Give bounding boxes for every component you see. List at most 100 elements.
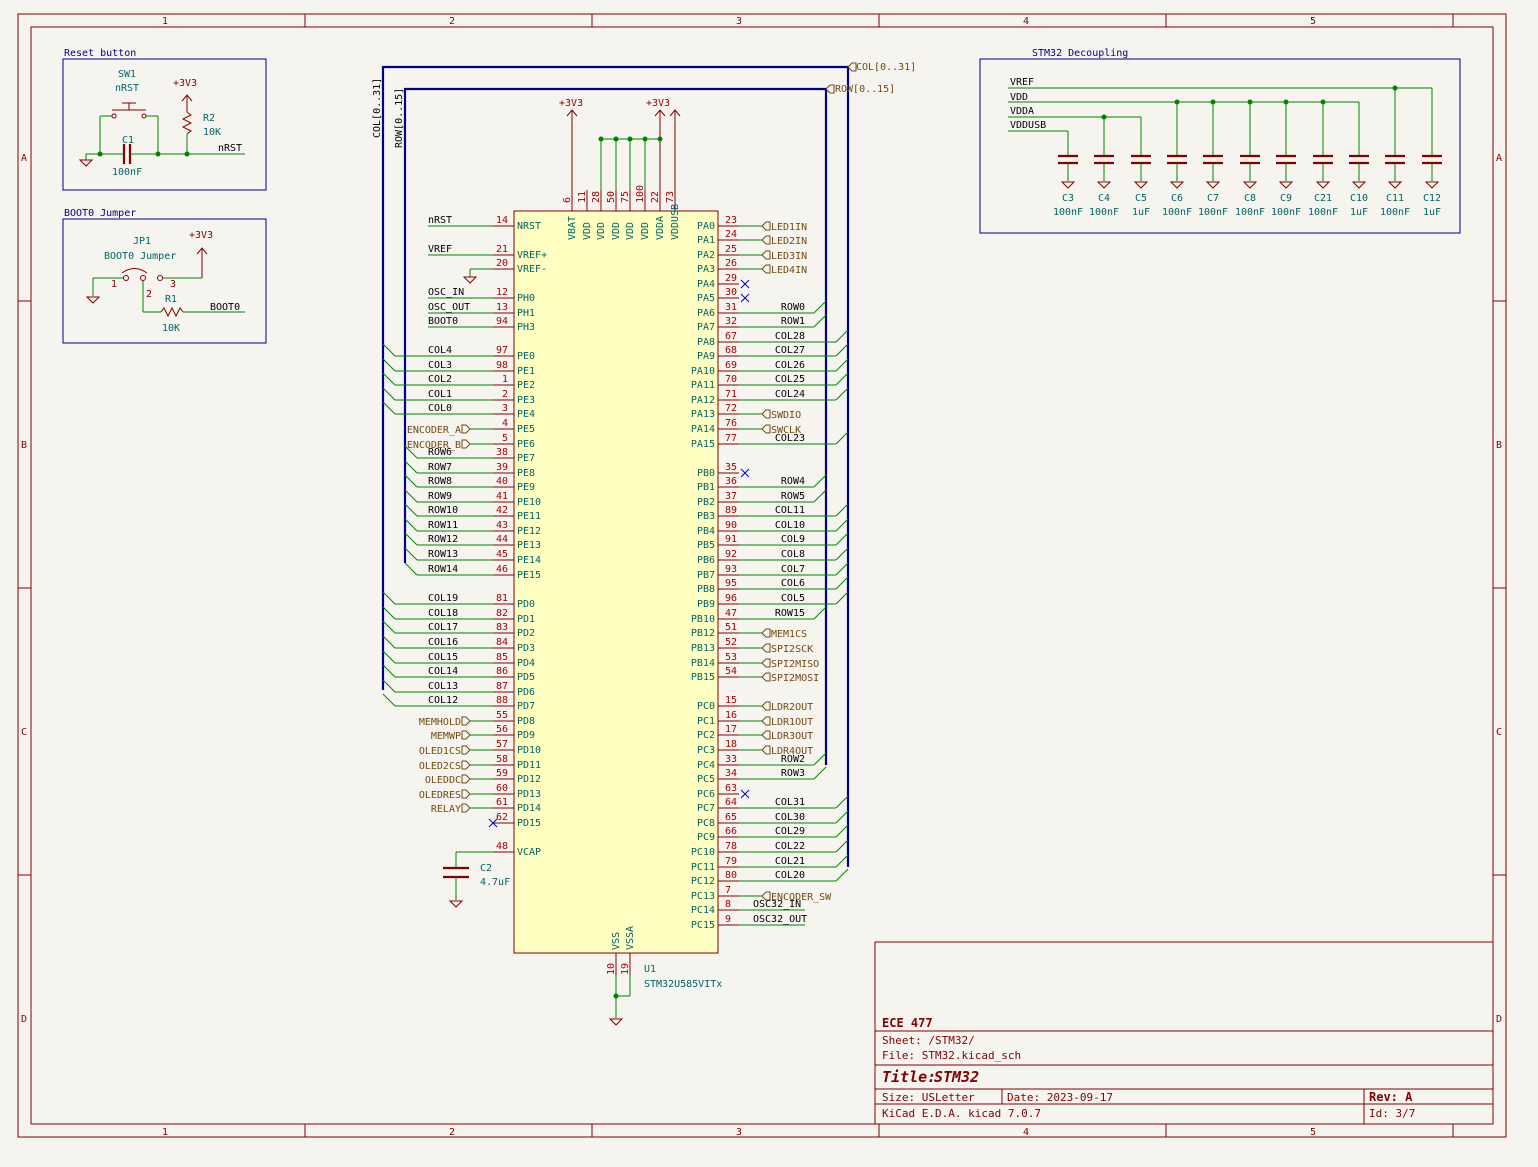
pin-pc5-name: PC5 [697, 774, 715, 785]
pin-pe5-number: 4 [502, 418, 508, 429]
pin-pa4-number: 29 [725, 273, 737, 284]
bus-entry-row9 [404, 489, 418, 503]
pin-pd10-name: PD10 [517, 745, 541, 756]
pin-pc9-name: PC9 [697, 832, 715, 843]
mcu-pwr-left: +3V3 [559, 98, 583, 109]
bus-entry-row10 [404, 503, 418, 517]
bus-entry-col16 [382, 635, 396, 649]
r1-ref: R1 [165, 294, 177, 305]
pin-vref-name: VREF+ [517, 250, 547, 261]
pin-pb0-number: 35 [725, 462, 737, 473]
sheet-title: STM32 [934, 1068, 979, 1086]
pin-vssa-name: VSSA [625, 926, 636, 950]
pin-pd9-number: 56 [496, 724, 508, 735]
frame-row-left-b: B [21, 440, 27, 451]
pin-pd11-name: PD11 [517, 760, 541, 771]
frame-col-top-2: 2 [449, 16, 455, 27]
pin-pd5-name: PD5 [517, 672, 535, 683]
bus-entry-row15 [813, 606, 827, 620]
decoupling-block: STM32 Decoupling VREF VDD VDDA VDDUSB [979, 48, 1461, 234]
pin-pc8-number: 65 [725, 812, 737, 823]
cap-c10-value: 1uF [1350, 207, 1368, 218]
r2-resistor-symbol [181, 111, 193, 135]
bus-entry-col20 [835, 868, 849, 882]
bus-entry-row1 [813, 314, 827, 328]
net-label-col23: COL23 [775, 433, 805, 444]
net-label-row15: ROW15 [775, 608, 805, 619]
frame-col-top-3: 3 [736, 16, 742, 27]
pin-vdd-75-number: 75 [620, 191, 631, 203]
pin-pd3-number: 84 [496, 637, 508, 648]
no-connect-icon [740, 279, 750, 289]
mcu-top-power: +3V3 +3V3 [559, 98, 681, 190]
pin-pe11-name: PE11 [517, 511, 541, 522]
pin-vdd-11-number: 11 [577, 191, 588, 203]
c1-value: 100nF [112, 167, 142, 178]
pin-pb12-name: PB12 [691, 628, 715, 639]
pin-pa13-number: 72 [725, 403, 737, 414]
net-label-col0: COL0 [428, 403, 452, 414]
company-name: ECE 477 [882, 1016, 933, 1030]
pin-pa15-name: PA15 [691, 439, 715, 450]
net-vddusb: VDDUSB [1010, 120, 1046, 131]
bus-entry-col25 [835, 372, 849, 386]
global-label-flag-encoder-a [461, 424, 471, 434]
bus-entry-col24 [835, 387, 849, 401]
pin-pa0-number: 23 [725, 215, 737, 226]
global-label-spi2miso: SPI2MISO [771, 659, 819, 670]
pin-pe3-number: 2 [502, 389, 508, 400]
global-label-mem1cs: MEM1CS [771, 629, 807, 640]
pin-pa6-number: 31 [725, 302, 737, 313]
net-label-col7: COL7 [781, 564, 805, 575]
pin-pd8-name: PD8 [517, 716, 535, 727]
ground-icon [1278, 181, 1294, 189]
net-label-col6: COL6 [781, 578, 805, 589]
pin-pc11-number: 79 [725, 856, 737, 867]
cap-c11-value: 100nF [1380, 207, 1410, 218]
pin-pe2-number: 1 [502, 374, 508, 385]
power-arrow-icon [181, 94, 193, 112]
global-label-flag-spi2sck [761, 643, 771, 653]
global-label-ldr2out: LDR2OUT [771, 702, 813, 713]
pin-pa15-number: 77 [725, 433, 737, 444]
net-label-col10: COL10 [775, 520, 805, 531]
pin-pb0-name: PB0 [697, 468, 715, 479]
net-label-col22: COL22 [775, 841, 805, 852]
bus-entry-col19 [382, 591, 396, 605]
global-label-flag-led3in [761, 250, 771, 260]
global-label-relay: RELAY [431, 804, 461, 815]
pin-pd6-number: 87 [496, 681, 508, 692]
cap-c11-ref: C11 [1386, 193, 1404, 204]
junction-dot [1283, 99, 1289, 105]
net-label-row10: ROW10 [428, 505, 458, 516]
global-label-flag-memhold [461, 716, 471, 726]
pin-pd1-number: 82 [496, 608, 508, 619]
pin-pe0-number: 97 [496, 345, 508, 356]
pin-pb14-number: 53 [725, 652, 737, 663]
pin-pa12-name: PA12 [691, 395, 715, 406]
global-label-flag-oled1cs [461, 745, 471, 755]
buses: COL[0..31] ROW[0..15] COL[0..31] ROW[0..… [372, 62, 916, 867]
frame-row-left-a: A [21, 153, 27, 164]
pin-pb10-number: 47 [725, 608, 737, 619]
frame-col-top-5: 5 [1310, 16, 1316, 27]
global-label-swdio: SWDIO [771, 410, 801, 421]
bus-entry-col29 [835, 824, 849, 838]
global-label-encoder-a: ENCODER_A [407, 425, 461, 436]
junction-dot [1210, 99, 1216, 105]
net-label-row0: ROW0 [781, 302, 805, 313]
r2-ref: R2 [203, 113, 215, 124]
bus-entry-row11 [404, 518, 418, 532]
pin-ph1-name: PH1 [517, 308, 535, 319]
pin-vss-number: 10 [606, 963, 617, 975]
global-label-memwp: MEMWP [431, 731, 461, 742]
pin-pb10-name: PB10 [691, 614, 715, 625]
pin-vref-name: VREF- [517, 264, 547, 275]
pin-pc13-name: PC13 [691, 891, 715, 902]
pin-pe9-number: 40 [496, 476, 508, 487]
no-connect-icon [740, 293, 750, 303]
pin-pa2-number: 25 [725, 244, 737, 255]
pin-vdd-100-name: VDD [640, 222, 651, 240]
pin-vss-name: VSS [611, 932, 622, 950]
pin-pa9-name: PA9 [697, 351, 715, 362]
